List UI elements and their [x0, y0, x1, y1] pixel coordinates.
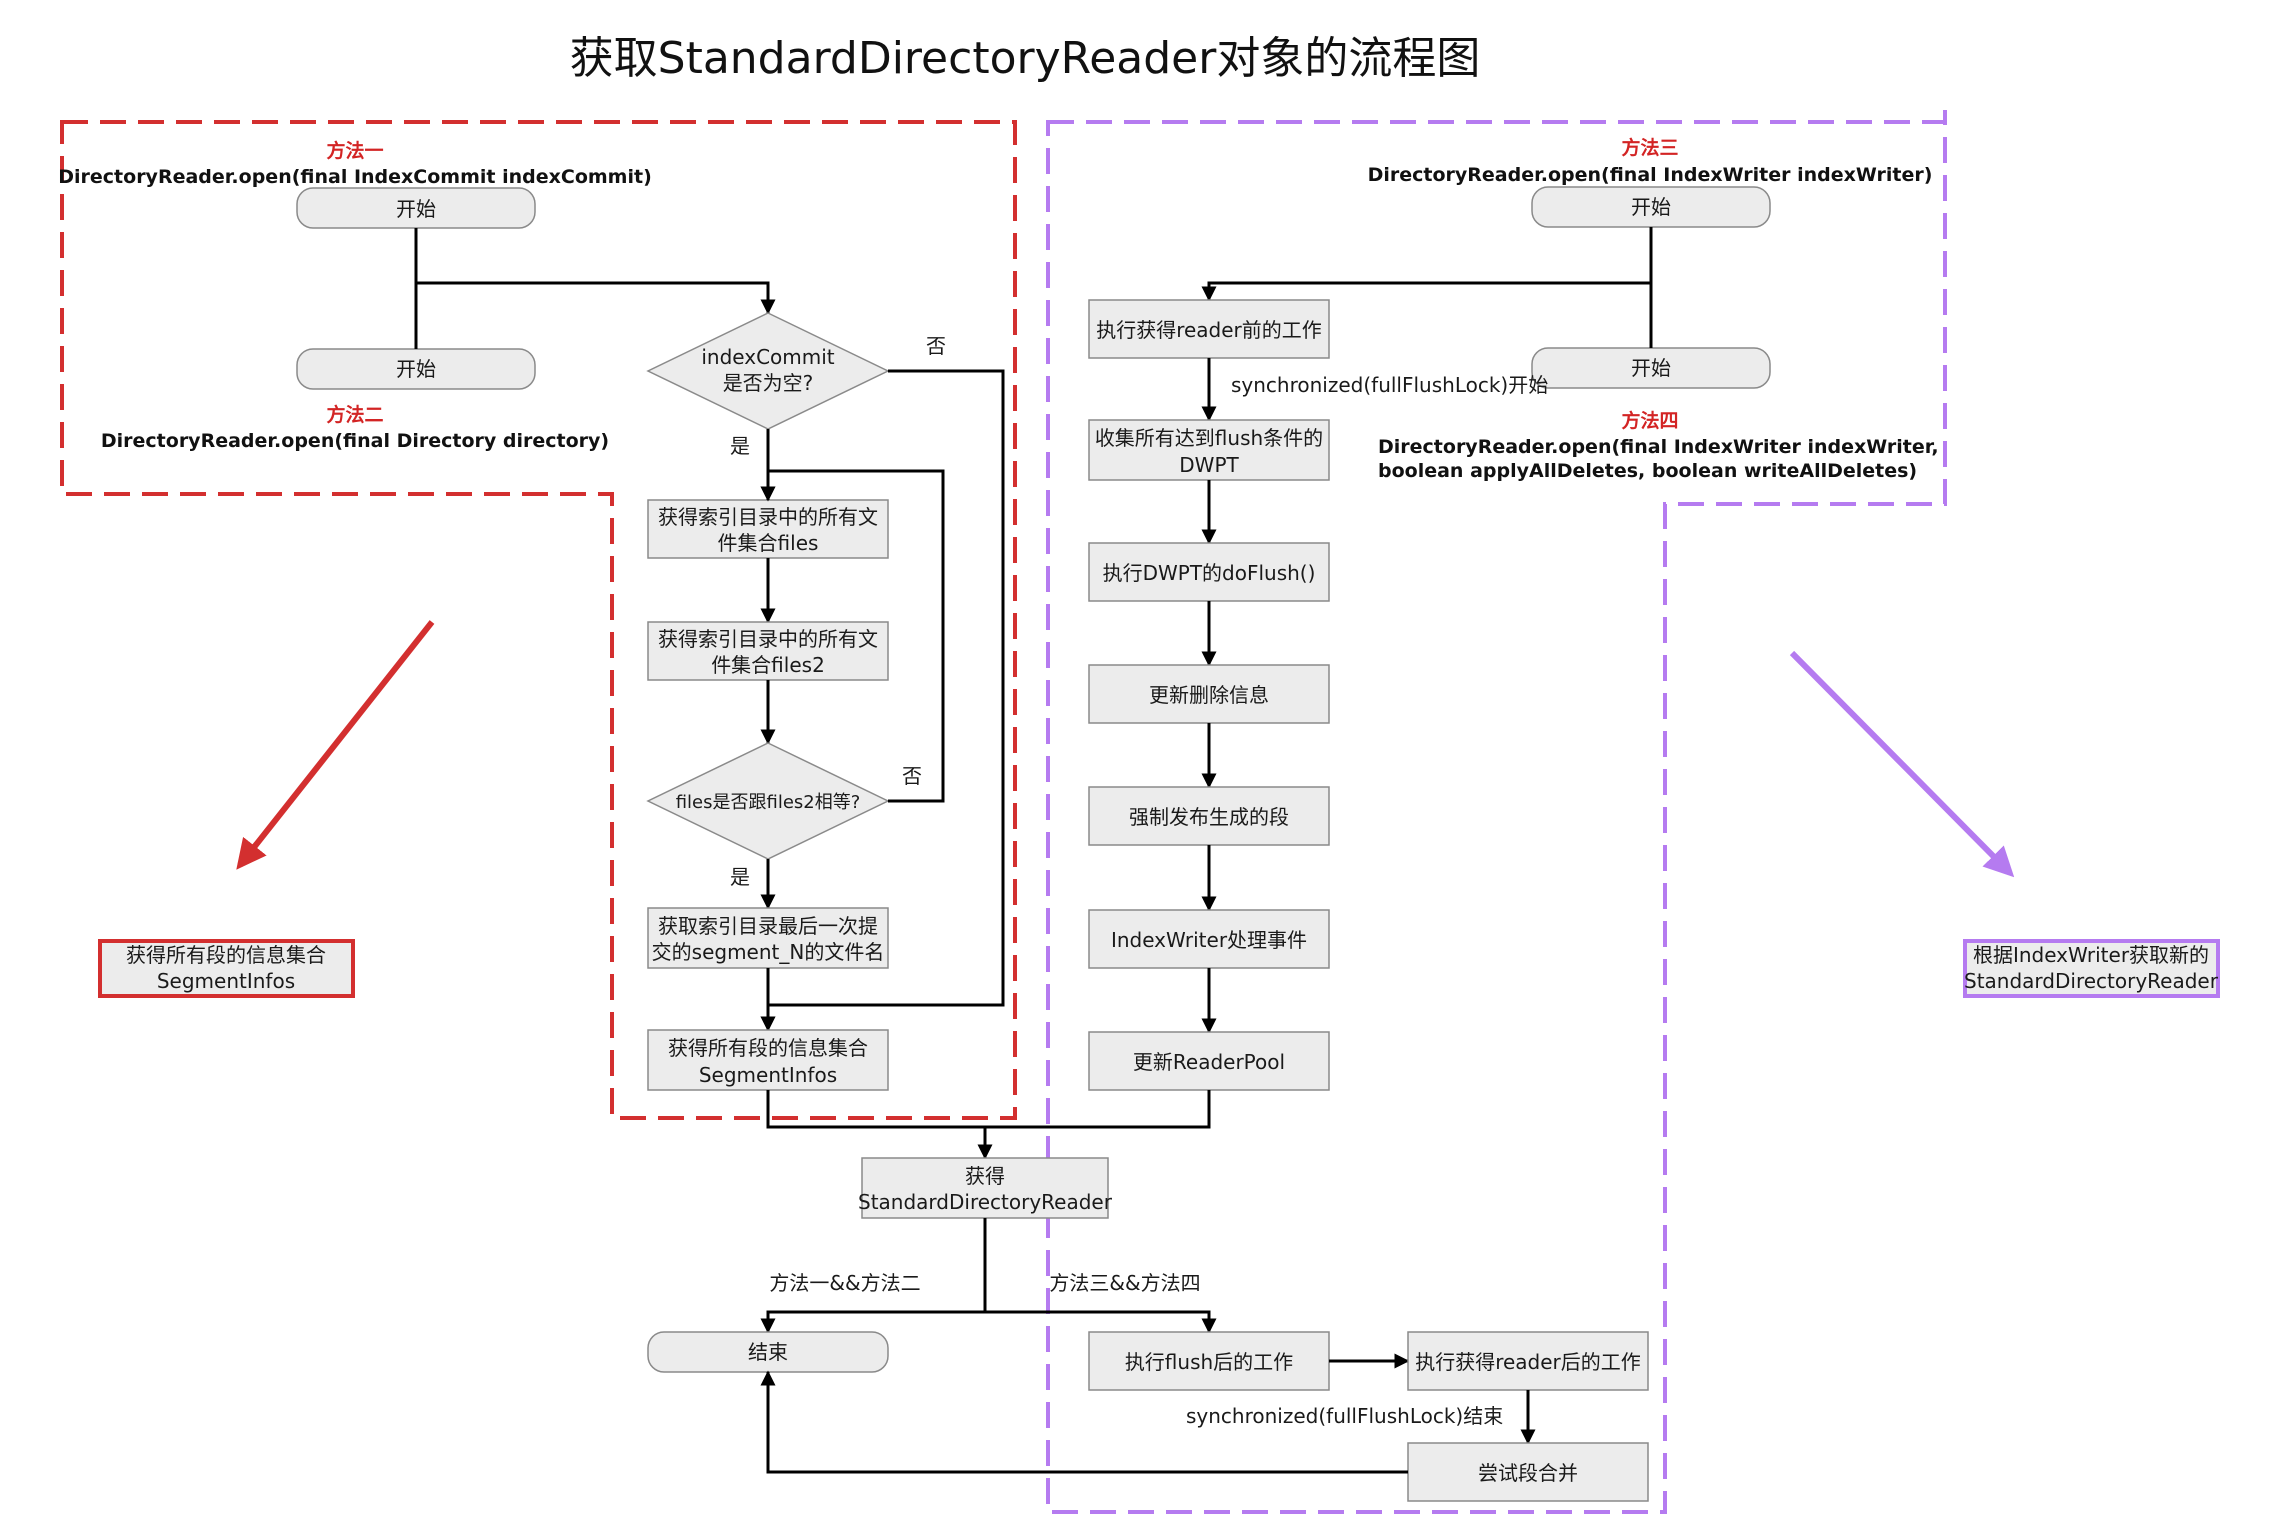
method3-tag: 方法三: [1621, 136, 1678, 159]
files-text-line2: 件集合files: [718, 531, 819, 555]
start-label-method4: 开始: [1631, 356, 1671, 380]
branch-right-label: 方法三&&方法四: [1049, 1271, 1200, 1295]
segn-text-line2: 交的segment_N的文件名: [652, 940, 885, 964]
sync-end-label: synchronized(fullFlushLock)结束: [1186, 1404, 1503, 1428]
collect-text-line1: 收集所有达到flush条件的: [1095, 426, 1323, 450]
seginfos-text-line2: SegmentInfos: [699, 1063, 837, 1087]
node-try-merge: [1407, 1442, 1649, 1502]
node-segment-n: [647, 907, 889, 969]
label-no-2: 否: [902, 764, 922, 788]
method4-tag: 方法四: [1621, 409, 1678, 432]
start-label-method3: 开始: [1631, 195, 1671, 219]
connector-seginfos-get: [766, 1090, 985, 1129]
publish-text: 强制发布生成的段: [1129, 805, 1289, 829]
callout-new-reader: [1963, 939, 2220, 998]
merge-text: 尝试段合并: [1478, 1461, 1578, 1485]
files2-text-line1: 获得索引目录中的所有文: [658, 627, 878, 651]
seginfos-text-line1: 获得所有段的信息集合: [668, 1036, 868, 1060]
sync-start-label: synchronized(fullFlushLock)开始: [1231, 373, 1548, 397]
node-files2: [647, 621, 889, 681]
node-files: [647, 499, 889, 559]
page-title: 获取StandardDirectoryReader对象的流程图: [570, 33, 1481, 84]
method1-tag: 方法一: [326, 139, 383, 162]
start-label-method2: 开始: [396, 357, 436, 381]
node-get-reader: [861, 1157, 1109, 1219]
end-text: 结束: [748, 1340, 788, 1364]
node-update-deletes: [1088, 664, 1330, 724]
node-doflush: [1088, 542, 1330, 602]
get-reader-line1: 获得: [965, 1164, 1005, 1188]
red-callout-arrow: [236, 620, 435, 870]
method3-signature: DirectoryReader.open(final IndexWriter i…: [1368, 164, 1933, 186]
after-reader-text: 执行获得reader后的工作: [1415, 1350, 1641, 1374]
readerpool-text: 更新ReaderPool: [1133, 1050, 1285, 1074]
red-region-outline: [60, 120, 1017, 1120]
label-yes-2: 是: [730, 865, 750, 889]
get-reader-line2: StandardDirectoryReader: [858, 1190, 1113, 1214]
method4-signature-line2: boolean applyAllDeletes, boolean writeAl…: [1378, 460, 1917, 482]
node-process-events: [1088, 909, 1330, 969]
events-text: IndexWriter处理事件: [1111, 928, 1307, 952]
files2-text-line2: 件集合files2: [711, 653, 825, 677]
pre-work-text: 执行获得reader前的工作: [1096, 318, 1322, 342]
doflush-text: 执行DWPT的doFlush(): [1103, 561, 1316, 585]
node-update-readerpool: [1088, 1031, 1330, 1091]
method2-tag: 方法二: [326, 403, 383, 426]
node-after-reader: [1407, 1331, 1649, 1391]
connector-branch-right: [985, 1310, 1217, 1334]
connector-merge-end: [760, 1370, 1408, 1474]
connector-no2-loop: [760, 469, 945, 803]
purple-callout-arrow: [1789, 650, 2015, 878]
method1-signature: DirectoryReader.open(final IndexCommit i…: [58, 166, 652, 188]
connector-left-to-decision: [416, 281, 776, 315]
connector-right-to-prework: [1201, 281, 1651, 302]
method2-signature: DirectoryReader.open(final Directory dir…: [101, 430, 609, 452]
decision1-text-line2: 是否为空?: [723, 371, 814, 395]
after-flush-text: 执行flush后的工作: [1125, 1350, 1293, 1374]
connector-readerpool-get: [985, 1090, 1211, 1129]
decision1-text-line1: indexCommit: [701, 345, 834, 369]
node-segmentinfos: [647, 1029, 889, 1091]
decision2-text: files是否跟files2相等?: [676, 792, 861, 813]
label-no-1: 否: [926, 334, 946, 358]
callout-left-line1: 获得所有段的信息集合: [126, 943, 326, 967]
branch-left-label: 方法一&&方法二: [769, 1271, 920, 1295]
files-text-line1: 获得索引目录中的所有文: [658, 505, 878, 529]
segn-text-line1: 获取索引目录最后一次提: [658, 914, 878, 938]
node-pre-work: [1088, 299, 1330, 359]
callout-segmentinfos: [98, 939, 355, 998]
connector-branch-left: [760, 1310, 985, 1334]
callout-left-line2: SegmentInfos: [157, 969, 295, 993]
label-yes-1: 是: [730, 434, 750, 458]
node-publish-segments: [1088, 786, 1330, 846]
node-collect-dwpt: [1088, 419, 1330, 481]
update-deletes-text: 更新删除信息: [1149, 683, 1269, 707]
callout-right-line2: StandardDirectoryReader: [1964, 969, 2219, 993]
method4-signature-line1: DirectoryReader.open(final IndexWriter i…: [1378, 436, 1939, 458]
callout-right-line1: 根据IndexWriter获取新的: [1973, 943, 2209, 967]
collect-text-line2: DWPT: [1179, 453, 1239, 477]
start-label-method1: 开始: [396, 197, 436, 221]
